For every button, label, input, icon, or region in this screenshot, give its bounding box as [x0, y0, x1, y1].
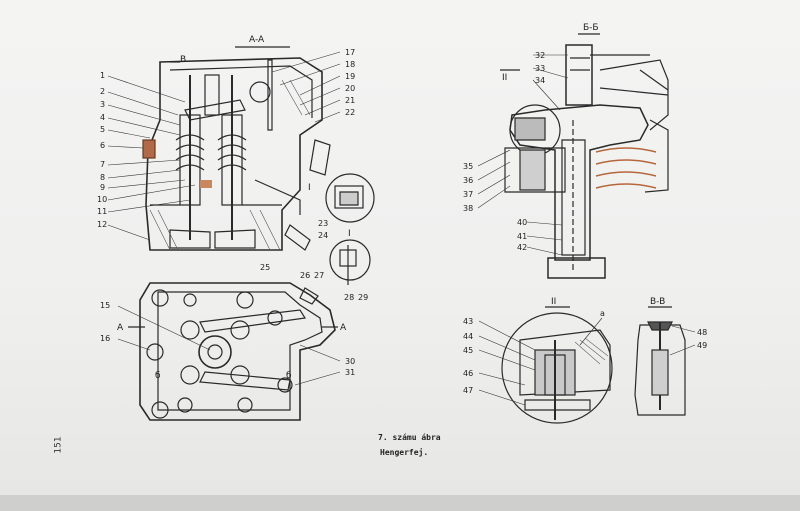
detail-mark-ii: II	[502, 73, 507, 83]
detail-i-small-circle	[329, 239, 371, 281]
callout-label: 4	[100, 113, 105, 122]
callout-label: 48	[697, 328, 707, 337]
callout-label: 6	[100, 141, 105, 150]
detail-mark-i: I	[308, 183, 311, 193]
callout-label: 43	[463, 317, 473, 326]
section-vv-drawing	[634, 306, 686, 416]
side-mark-b: B	[180, 55, 186, 65]
callout-label: 15	[100, 301, 110, 310]
detail-ii-drawing	[501, 306, 613, 424]
callout-label: 42	[517, 243, 527, 252]
side-mark-a-left: A	[117, 323, 124, 333]
callout-label: 30	[345, 357, 355, 366]
callout-label: 36	[463, 176, 473, 185]
callout-label: 5	[100, 125, 105, 134]
callout-label: 41	[517, 232, 527, 241]
callout-label: 37	[463, 190, 473, 199]
section-title-aa: A-A	[249, 35, 265, 45]
callout-label: 1	[100, 71, 105, 80]
callout-label: 33	[535, 64, 545, 73]
page-number: 151	[53, 436, 64, 454]
side-mark-a-right: A	[340, 323, 347, 333]
detail-mark-i-small: I	[348, 229, 351, 239]
figure-caption-title: Hengerfej.	[380, 448, 429, 457]
callout-label: 20	[345, 84, 355, 93]
callout-label: 25	[260, 263, 270, 272]
callout-label: 22	[345, 108, 355, 117]
section-title-ii: II	[551, 297, 556, 307]
callout-label: 23	[318, 219, 328, 228]
callout-label: 47	[463, 386, 473, 395]
side-mark-b-small: б	[286, 371, 292, 381]
side-mark-g: б	[155, 371, 161, 381]
callout-label: 40	[517, 218, 527, 227]
callout-label: 45	[463, 346, 473, 355]
callout-label: 27	[314, 271, 324, 280]
callout-label: 46	[463, 369, 473, 378]
callout-label: 9	[100, 183, 105, 192]
callout-label: 17	[345, 48, 355, 57]
callout-label: 26	[300, 271, 310, 280]
callout-label: 16	[100, 334, 110, 343]
section-title-vv: B-B	[650, 297, 665, 307]
callout-label: a	[600, 309, 605, 318]
callout-label: 29	[358, 293, 368, 302]
plan-view-drawing	[128, 282, 338, 421]
callout-label: 44	[463, 332, 473, 341]
callout-label: 34	[535, 76, 545, 85]
section-aa-drawing	[142, 46, 331, 251]
callout-label: 21	[345, 96, 355, 105]
callout-label: 24	[318, 231, 328, 240]
callout-label: 19	[345, 72, 355, 81]
callout-label: 38	[463, 204, 473, 213]
callout-label: 2	[100, 87, 105, 96]
callout-label: 3	[100, 100, 105, 109]
callout-label: 28	[344, 293, 354, 302]
detail-i-circle	[325, 173, 375, 223]
callout-label: 12	[97, 220, 107, 229]
leader-lines	[107, 51, 696, 406]
callout-label: 8	[100, 173, 105, 182]
callout-label: 32	[535, 51, 545, 60]
callout-label: 35	[463, 162, 473, 171]
section-title-bb: Б-Б	[583, 23, 599, 33]
callout-label: 31	[345, 368, 355, 377]
figure-caption-number: 7. számu ábra	[378, 433, 441, 442]
section-bb-drawing	[500, 33, 669, 279]
callout-label: 11	[97, 207, 107, 216]
callout-label: 18	[345, 60, 355, 69]
callout-label: 49	[697, 341, 707, 350]
callout-label: 10	[97, 195, 107, 204]
callout-label: 7	[100, 160, 105, 169]
